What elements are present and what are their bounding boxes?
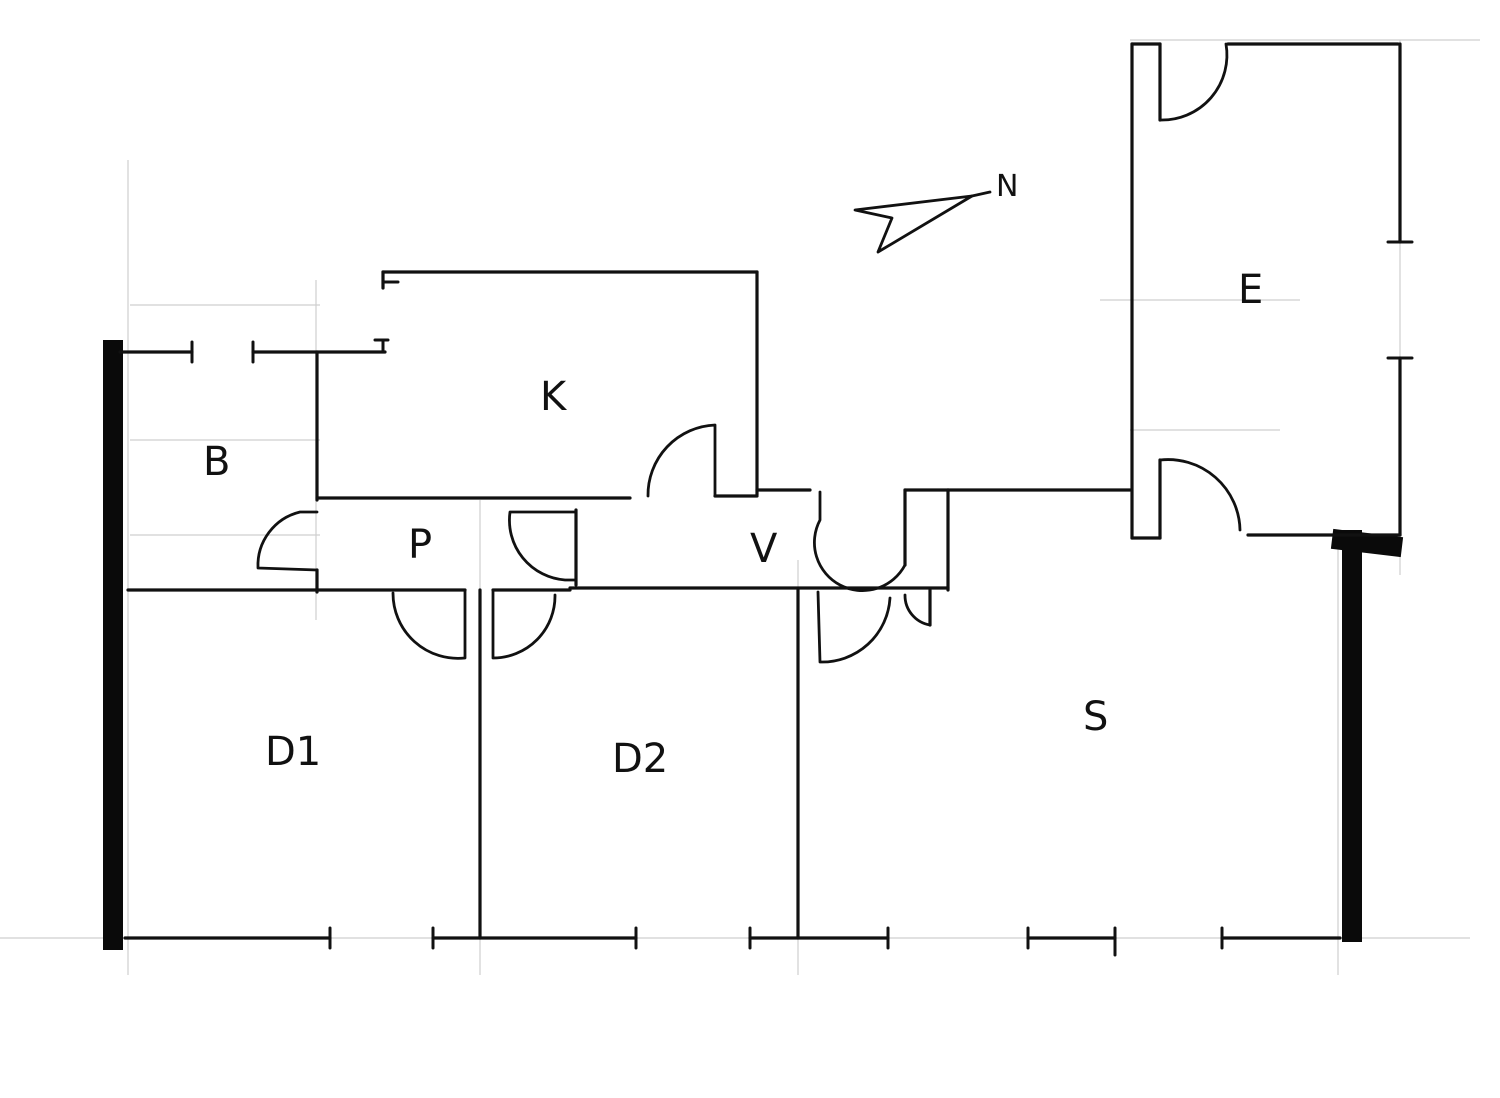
walls <box>118 42 1402 940</box>
door-d1 <box>391 588 467 660</box>
door-p-closet <box>508 510 578 582</box>
opening-ticks <box>190 240 1414 957</box>
north-label: N <box>996 169 1018 204</box>
north-arrow-icon: N <box>853 169 1018 254</box>
door-e-upper <box>1158 42 1229 122</box>
room-label-k: K <box>540 374 568 420</box>
room-labels: B K P V D1 D2 S E <box>203 267 1263 782</box>
door-v-closet <box>813 490 907 592</box>
door-s-closet <box>903 593 932 627</box>
room-label-p: P <box>408 522 432 568</box>
exterior-heavy-walls <box>103 340 1404 950</box>
room-label-s: S <box>1083 694 1108 740</box>
door-e-lower <box>1158 458 1242 532</box>
door-d2 <box>491 588 557 660</box>
room-label-v: V <box>750 526 778 572</box>
doors <box>256 42 1242 664</box>
construction-guides <box>0 39 1480 975</box>
room-label-d2: D2 <box>612 736 668 782</box>
door-kitchen <box>646 423 717 498</box>
room-label-e: E <box>1238 267 1263 313</box>
door-bathroom <box>256 510 319 572</box>
room-label-b: B <box>203 439 230 485</box>
room-label-d1: D1 <box>265 729 321 775</box>
door-s <box>816 590 892 664</box>
right-heavy-wall-cap <box>1330 528 1404 558</box>
